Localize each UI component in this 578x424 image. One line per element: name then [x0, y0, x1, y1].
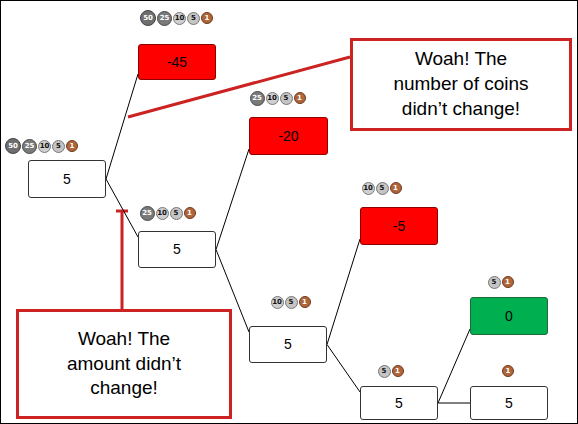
coin-label: 5 [285, 296, 298, 309]
coin-label: 1 [299, 296, 311, 308]
coin-label: 1 [184, 207, 196, 219]
coin-label: 10 [156, 207, 169, 220]
value-text: 5 [284, 336, 292, 353]
coin-label: 1 [66, 140, 78, 152]
value-text: -20 [278, 128, 298, 145]
coin-label: 5 [52, 140, 65, 153]
coin-label: 10 [173, 12, 186, 25]
value-text: -45 [167, 54, 187, 71]
coin-label: 50 [5, 138, 21, 154]
coin-label: 10 [271, 296, 284, 309]
value-text: 5 [505, 395, 513, 412]
coin-label: 50 [140, 10, 156, 26]
coin-label: 25 [140, 206, 155, 221]
coin-label: 1 [502, 276, 514, 288]
coin-label: 5 [488, 276, 501, 289]
leader-line [121, 211, 124, 309]
leader-tick [116, 210, 128, 213]
value-text: -5 [393, 218, 405, 235]
negative-value-box: -5 [360, 207, 438, 245]
value-box: 5 [138, 231, 216, 268]
callout-box: Woah! The amount didn’t change! [16, 309, 232, 419]
coin-label: 10 [266, 92, 279, 105]
value-text: 5 [395, 395, 403, 412]
coin-label: 5 [376, 182, 389, 195]
callout-text: Woah! The amount didn’t change! [57, 327, 192, 401]
coin-label: 1 [294, 92, 306, 104]
coin-label: 5 [187, 12, 200, 25]
value-box: 5 [249, 326, 327, 363]
negative-value-box: -45 [138, 44, 216, 80]
callout-text: Woah! The number of coins didn’t change! [389, 47, 534, 121]
coin-label: 25 [157, 11, 172, 26]
callout-box: Woah! The number of coins didn’t change! [350, 38, 572, 131]
value-text: 5 [173, 241, 181, 258]
coin-label: 5 [280, 92, 293, 105]
value-box: 5 [360, 386, 438, 420]
coin-label: 5 [378, 365, 391, 378]
tree-edge [106, 74, 138, 179]
tree-edge [438, 329, 470, 403]
coin-label: 25 [250, 91, 265, 106]
coin-label: 1 [390, 182, 402, 194]
zero-value-box: 0 [470, 297, 548, 335]
tree-edge [106, 179, 138, 237]
value-text: 5 [63, 171, 71, 188]
coin-label: 1 [392, 365, 404, 377]
value-box: 5 [28, 160, 106, 198]
coin-label: 5 [170, 207, 183, 220]
coin-label: 10 [38, 140, 51, 153]
coin-label: 1 [502, 365, 514, 377]
tree-edge [438, 403, 470, 404]
tree-edge [327, 239, 360, 345]
coin-label: 25 [22, 139, 37, 154]
tree-edge [216, 149, 249, 250]
coin-label: 1 [201, 12, 213, 24]
value-box: 5 [470, 386, 548, 420]
value-text: 0 [505, 308, 513, 325]
tree-edge [327, 345, 360, 393]
coin-label: 10 [362, 182, 375, 195]
negative-value-box: -20 [249, 117, 328, 155]
